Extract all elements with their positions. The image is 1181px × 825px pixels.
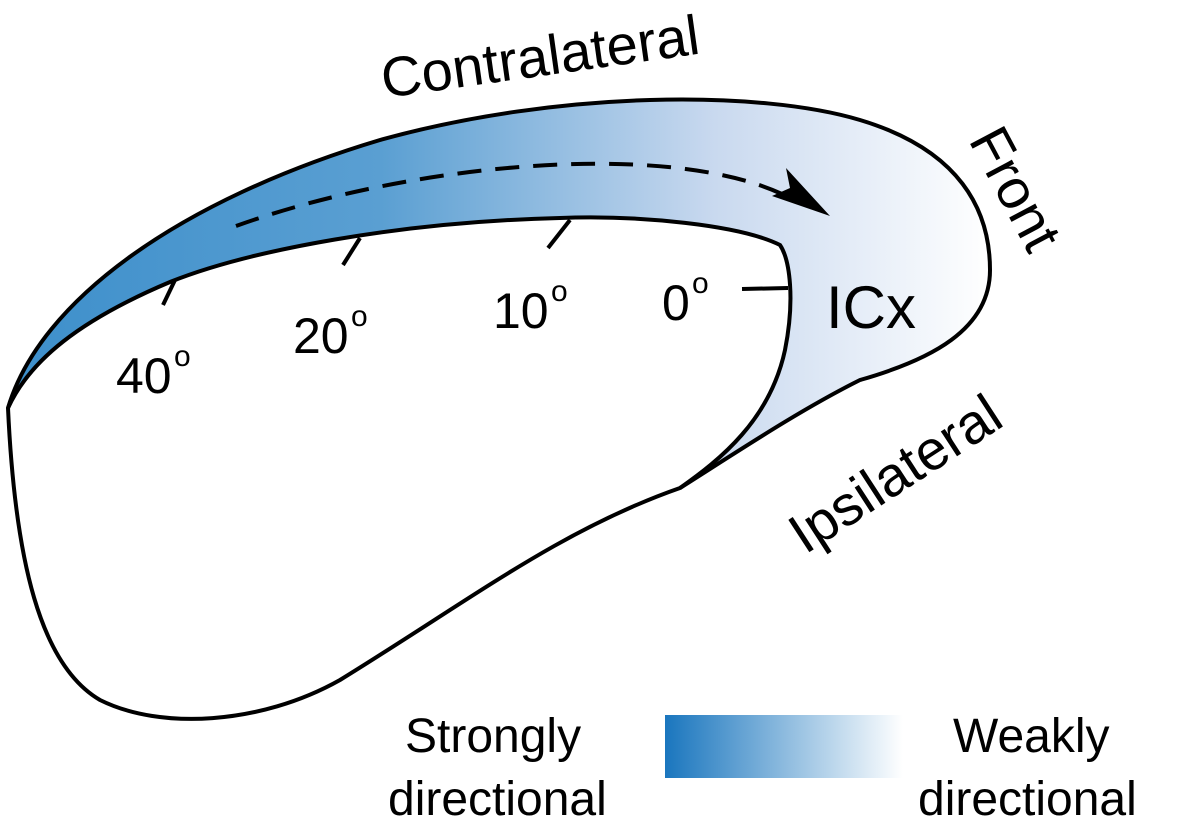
arrowhead-icon bbox=[772, 168, 830, 216]
legend-weak-line1: Weakly bbox=[953, 710, 1110, 763]
tick-mark-10 bbox=[546, 218, 572, 250]
svg-text:20: 20 bbox=[293, 308, 349, 364]
label-ipsilateral: Ipsilateral bbox=[777, 382, 1012, 565]
azimuth-label-20: 20 o bbox=[293, 300, 368, 364]
directionality-gradient-band bbox=[8, 99, 990, 488]
tick-mark-20 bbox=[341, 236, 362, 267]
azimuth-label-10: 10 o bbox=[493, 275, 568, 339]
label-icx: ICx bbox=[826, 274, 916, 341]
svg-text:o: o bbox=[551, 275, 568, 308]
inner-boundary-line bbox=[6, 215, 793, 490]
legend-weak-line2: directional bbox=[918, 773, 1137, 825]
dashed-arrow-line bbox=[235, 161, 791, 228]
legend-strong-line1: Strongly bbox=[405, 710, 581, 763]
structure-outline bbox=[5, 97, 993, 721]
svg-text:o: o bbox=[351, 300, 368, 333]
azimuth-label-40: 40 o bbox=[116, 340, 191, 404]
svg-text:40: 40 bbox=[116, 348, 172, 404]
svg-text:10: 10 bbox=[493, 283, 549, 339]
tick-mark-40 bbox=[161, 279, 177, 306]
azimuth-label-0: 0 o bbox=[662, 267, 709, 331]
svg-text:0: 0 bbox=[662, 275, 690, 331]
label-contralateral: Contralateral bbox=[377, 3, 703, 110]
legend-strong-line2: directional bbox=[388, 773, 607, 825]
legend-gradient-bar bbox=[665, 715, 903, 778]
svg-text:o: o bbox=[692, 267, 709, 300]
svg-text:o: o bbox=[174, 340, 191, 373]
tick-mark-0 bbox=[741, 286, 789, 291]
legend: Strongly directional Weakly directional bbox=[388, 710, 1137, 825]
